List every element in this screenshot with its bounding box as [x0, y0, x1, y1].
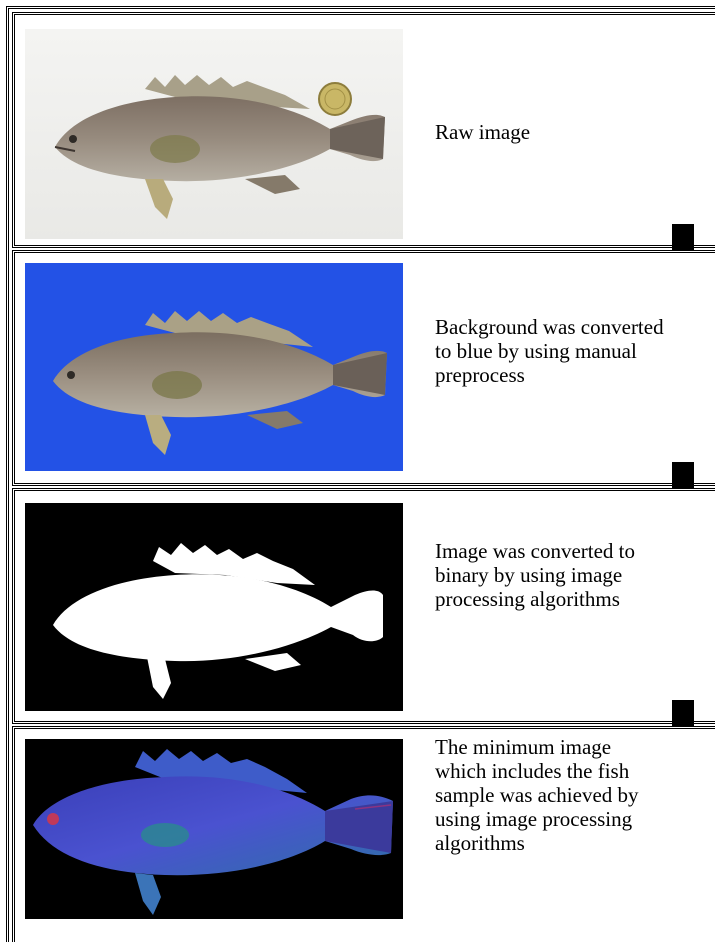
- minimum-fish-image: [25, 739, 403, 919]
- blue-background-fish-image: [25, 263, 403, 471]
- step-4-panel: The minimum image which includes the fis…: [12, 726, 715, 942]
- step-2-panel: Background was converted to blue by usin…: [12, 250, 715, 486]
- step-3-panel: Image was converted to binary by using i…: [12, 488, 715, 724]
- step-3-label: Image was converted to binary by using i…: [435, 539, 665, 611]
- step-1-label: Raw image: [435, 120, 665, 144]
- step-4-label: The minimum image which includes the fis…: [435, 735, 665, 855]
- binary-fish-image: [25, 503, 403, 711]
- step-1-panel: Raw image: [12, 12, 715, 248]
- raw-fish-image: [25, 29, 403, 239]
- step-2-label: Background was converted to blue by usin…: [435, 315, 665, 387]
